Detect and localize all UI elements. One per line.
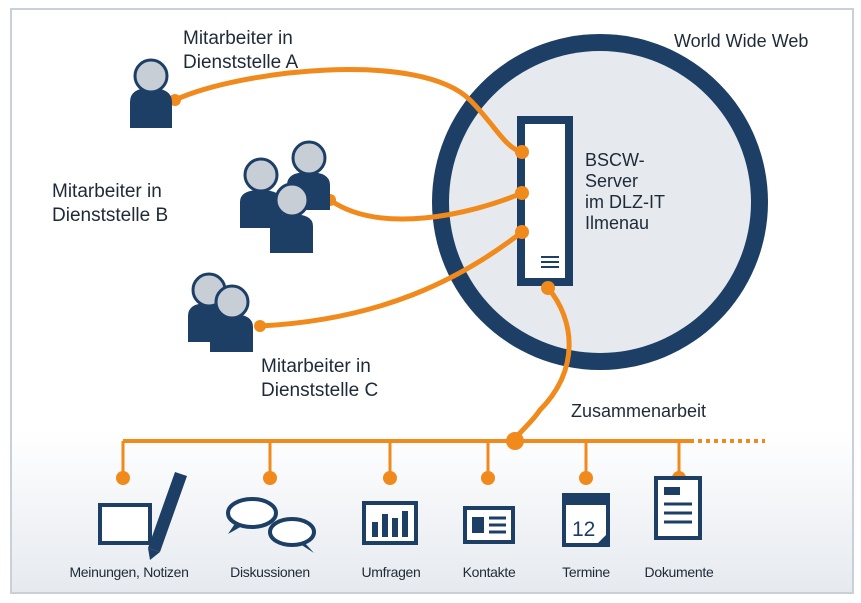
connection-b [327, 190, 525, 222]
connection-collab [512, 285, 572, 444]
person-c-dot [254, 320, 266, 332]
category-label-documents: Dokumente [644, 564, 714, 580]
drop-dot-2 [263, 471, 277, 485]
drop-dot-3 [383, 471, 397, 485]
drop-dot-4 [481, 471, 495, 485]
category-label-discussions: Diskussionen [230, 564, 310, 580]
group-c-line-1: Mitarbeiter in [261, 356, 371, 377]
collaboration-label: Zusammenarbeit [571, 401, 707, 421]
group-a-line-1: Mitarbeiter in [183, 28, 293, 49]
calendar-icon: 12 [562, 493, 610, 547]
contact-card-icon [463, 506, 515, 544]
connection-c [257, 229, 525, 329]
server-line-2: Server [585, 171, 639, 191]
calendar-day-text: 12 [572, 518, 595, 541]
connection-a [172, 67, 525, 155]
server-line-4: Ilmenau [585, 213, 650, 233]
bar-chart-icon [362, 501, 418, 545]
category-label-polls: Umfragen [361, 564, 421, 580]
server-vent-icon [541, 256, 559, 268]
group-c-line-2: Dienststelle C [261, 380, 379, 401]
group-b-label: Mitarbeiter in Dienststelle B [52, 180, 168, 228]
person-icon-a [130, 58, 172, 128]
pen-board-icon [98, 472, 187, 560]
group-a-label: Mitarbeiter in Dienststelle A [183, 27, 298, 75]
port-b-dot [515, 186, 529, 200]
drop-dot-5 [579, 471, 593, 485]
server-line-1: BSCW- [585, 150, 645, 170]
category-label-notes: Meinungen, Notizen [69, 564, 189, 580]
group-b-line-2: Dienststelle B [52, 205, 169, 226]
document-icon [654, 476, 702, 540]
group-c-label: Mitarbeiter in Dienststelle C [261, 355, 378, 403]
drop-dot-1 [116, 471, 130, 485]
port-c-dot [515, 225, 529, 239]
www-label: World Wide Web [674, 31, 809, 51]
port-a-dot [515, 145, 529, 159]
group-a-line-2: Dienststelle A [183, 52, 299, 73]
server-label: BSCW- Server im DLZ-IT Ilmenau [585, 150, 665, 234]
category-label-appointments: Termine [562, 564, 610, 580]
person-icon-c [188, 272, 253, 352]
server-line-3: im DLZ-IT [585, 192, 665, 212]
outer-frame [10, 8, 854, 594]
person-icon-b [240, 140, 330, 253]
category-label-contacts: Kontakte [462, 564, 516, 580]
server-tower-face [525, 124, 565, 278]
port-collab-dot [541, 281, 555, 295]
speech-bubbles-icon [226, 497, 316, 553]
group-b-line-1: Mitarbeiter in [52, 181, 162, 202]
